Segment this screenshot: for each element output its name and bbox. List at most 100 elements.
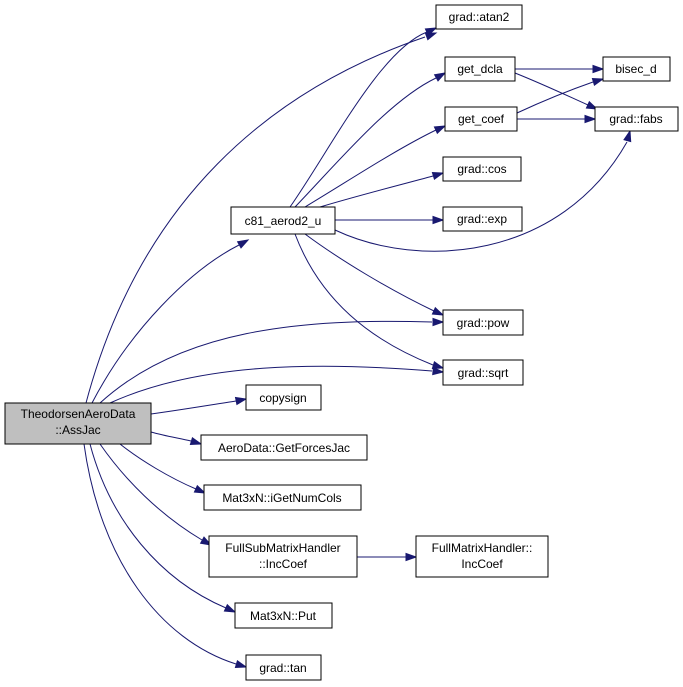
node-label: grad::fabs <box>609 112 662 126</box>
arrowhead <box>433 72 447 82</box>
node-fullmatrixhandler-inccoef[interactable]: FullMatrixHandler:: IncCoef <box>415 535 549 578</box>
node-grad-atan2[interactable]: grad::atan2 <box>435 4 523 30</box>
edge-c81-aerod2-u-to-get-dcla <box>294 72 447 208</box>
node-label-line-1: FullSubMatrixHandler <box>225 541 340 555</box>
arrowhead <box>405 552 418 562</box>
arrowhead <box>236 239 250 249</box>
node-label-line-2: ::AssJac <box>55 423 100 437</box>
edge-line <box>91 244 240 404</box>
edge-get-dcla-to-bisec-d <box>515 64 605 74</box>
edge-c81-aerod2-u-to-grad-sqrt <box>294 233 445 370</box>
edge-c81-aerod2-u-to-grad-cos <box>319 171 445 208</box>
edge-root-to-aerodata-getforcesjac <box>150 431 203 446</box>
edge-get-coef-to-bisec-d <box>516 77 605 114</box>
arrowhead <box>189 436 203 446</box>
arrowhead <box>432 317 445 327</box>
node-copysign[interactable]: copysign <box>245 384 322 411</box>
edge-line <box>294 233 434 366</box>
node-label: get_coef <box>458 112 505 126</box>
node-label: grad::atan2 <box>449 10 510 24</box>
node-label-line-2: ::IncCoef <box>259 557 308 571</box>
node-grad-pow[interactable]: grad::pow <box>442 309 524 336</box>
edge-line <box>89 443 227 609</box>
node-grad-fabs[interactable]: grad::fabs <box>594 106 679 132</box>
node-aerodata-getforcesjac[interactable]: AeroData::GetForcesJac <box>200 434 368 461</box>
edge-root-to-mat3xn-put <box>89 443 237 613</box>
edge-line <box>109 365 433 404</box>
node-fullsubmatrixhandler-inccoef[interactable]: FullSubMatrixHandler ::IncCoef <box>208 535 358 578</box>
arrowhead <box>623 129 632 143</box>
edge-c81-aerod2-u-to-grad-pow <box>304 233 445 316</box>
node-label: grad::pow <box>457 316 510 330</box>
edge-root-to-grad-sqrt <box>109 365 445 404</box>
edge-line <box>516 81 594 114</box>
node-label: c81_aerod2_u <box>245 214 322 228</box>
edge-line <box>99 443 203 541</box>
node-mat3xn-igetnumcols[interactable]: Mat3xN::iGetNumCols <box>203 484 362 511</box>
node-label: grad::cos <box>457 162 506 176</box>
edge-line <box>304 129 437 208</box>
node-label: AeroData::GetForcesJac <box>218 441 350 455</box>
arrowhead <box>431 171 445 181</box>
node-bisec-d[interactable]: bisec_d <box>602 56 671 82</box>
arrowhead <box>591 77 605 87</box>
edge-line <box>319 175 434 208</box>
arrowhead <box>424 32 438 41</box>
edge-line <box>150 400 237 415</box>
edge-get-coef-to-grad-fabs <box>517 114 597 124</box>
arrowhead <box>584 114 597 124</box>
arrowhead <box>234 396 248 406</box>
edge-root-to-grad-tan <box>83 443 248 669</box>
arrowhead <box>223 603 237 613</box>
node-label: grad::tan <box>259 661 306 675</box>
edge-line <box>514 72 589 106</box>
edge-line <box>83 443 237 665</box>
edge-line <box>150 431 192 442</box>
node-label: get_dcla <box>457 62 503 76</box>
node-grad-tan[interactable]: grad::tan <box>245 654 322 681</box>
edge-c81-aerod2-u-to-grad-exp <box>335 215 445 225</box>
arrowhead <box>234 659 248 669</box>
edge-fullsubmatrixhandler-inccoef-to-fullmatrixhandler-inccoef <box>357 552 418 562</box>
edge-line <box>304 233 435 312</box>
arrowhead <box>432 215 445 225</box>
edge-line <box>289 31 428 208</box>
edge-root-to-grad-pow <box>99 317 445 404</box>
node-label-line-1: TheodorsenAeroData <box>21 407 136 421</box>
node-grad-sqrt[interactable]: grad::sqrt <box>442 359 524 386</box>
arrowhead <box>585 100 599 110</box>
arrowhead <box>431 360 445 370</box>
node-theodorsenaerodata-assjac[interactable]: TheodorsenAeroData ::AssJac <box>4 402 152 445</box>
node-label: grad::exp <box>457 212 507 226</box>
node-label-line-2: IncCoef <box>461 557 503 571</box>
node-get-dcla[interactable]: get_dcla <box>444 56 516 82</box>
edge-root-to-mat3xn-igetnumcols <box>119 443 207 494</box>
arrowhead <box>193 484 207 494</box>
edge-line <box>119 443 197 490</box>
node-c81-aerod2-u[interactable]: c81_aerod2_u <box>230 206 336 235</box>
node-label: grad::sqrt <box>458 366 509 380</box>
edge-line <box>294 77 437 208</box>
arrowhead <box>424 27 438 37</box>
node-label-line-1: FullMatrixHandler:: <box>432 541 533 555</box>
arrowhead <box>432 366 445 376</box>
edge-root-to-copysign <box>150 396 248 415</box>
node-get-coef[interactable]: get_coef <box>444 106 518 132</box>
edge-c81-aerod2-u-to-grad-atan2 <box>289 27 438 208</box>
edge-line <box>85 36 426 404</box>
edge-c81-aerod2-u-to-get-coef <box>304 125 447 208</box>
edge-line <box>334 141 628 252</box>
node-label: Mat3xN::Put <box>250 609 317 623</box>
node-grad-exp[interactable]: grad::exp <box>442 206 523 232</box>
edge-line <box>99 320 433 404</box>
edge-c81-aerod2-u-to-grad-fabs <box>334 129 632 252</box>
node-label: copysign <box>259 391 306 405</box>
arrowhead <box>433 125 447 135</box>
node-mat3xn-put[interactable]: Mat3xN::Put <box>234 602 333 629</box>
node-grad-cos[interactable]: grad::cos <box>442 156 522 182</box>
edge-root-to-fullsubmatrixhandler-inccoef <box>99 443 213 546</box>
node-label: Mat3xN::iGetNumCols <box>222 491 341 505</box>
node-label: bisec_d <box>615 62 656 76</box>
arrowhead <box>431 306 445 316</box>
